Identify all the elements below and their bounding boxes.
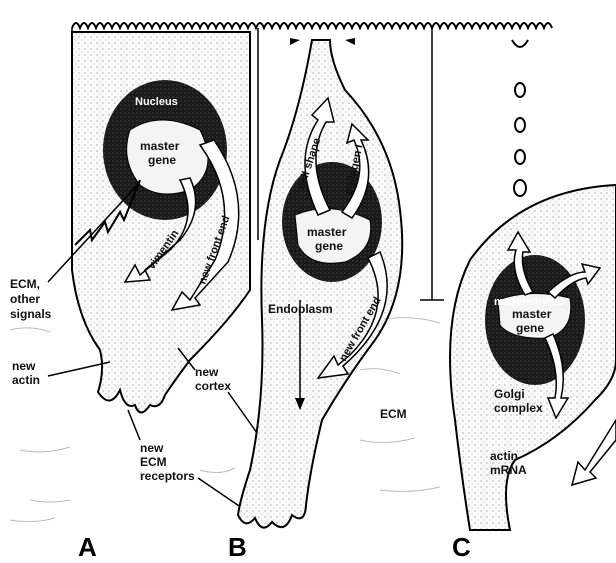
vesicle-trail [512,40,528,196]
ecm-other-signals-label-3: signals [10,307,52,321]
new-actin-label-1: new [12,359,36,373]
new-actin-label-2: actin [12,373,40,387]
ecm-fibers [10,318,440,522]
new-ecm-receptors-label-1: new [140,441,164,455]
junction-marker-right [345,38,355,45]
panel-label-a: A [78,532,97,562]
cell-c-exit-arrow [572,420,616,485]
cell-a: Nucleus master gene vimentin new front e… [72,32,250,413]
golgi-label-2: complex [494,401,543,415]
endoplasm-label: Endoplasm [268,302,333,316]
new-ecm-receptors-label-2: ECM [140,455,167,469]
ecm-other-signals-label-2: other [10,292,40,306]
actin-mrna-label-1: actin [490,449,518,463]
receptors-pointer-b [198,478,245,510]
ecm-label: ECM [380,407,407,421]
actin-mrna-label-2: mRNA [490,463,527,477]
nucleus-label: Nucleus [135,96,178,108]
ecm-other-signals-label-1: ECM, [10,277,40,291]
new-cortex-label-2: cortex [195,379,231,393]
apical-border [72,23,552,28]
cell-a-master-gene-label-1: master [140,139,180,153]
panel-label-c: C [452,532,471,562]
mesenchyme-label-3: gene [516,321,544,335]
golgi-label-1: Golgi [494,387,525,401]
new-ecm-receptors-label-3: receptors [140,469,195,483]
new-cortex-label-1: new [195,365,219,379]
cell-c: mesenchyme master gene Golgi complex act… [450,185,616,530]
cell-a-master-gene-label-2: gene [148,153,176,167]
mesenchyme-label-2: master [512,307,552,321]
cell-b-master-gene-label-1: master [307,225,347,239]
receptors-pointer-a [128,410,140,440]
panel-label-b: B [228,532,247,562]
cell-b: cell shape collagen I master gene new fr… [238,38,402,528]
junction-marker-left [290,38,300,45]
new-actin-pointer [48,362,110,376]
cell-b-master-gene-label-2: gene [315,239,343,253]
